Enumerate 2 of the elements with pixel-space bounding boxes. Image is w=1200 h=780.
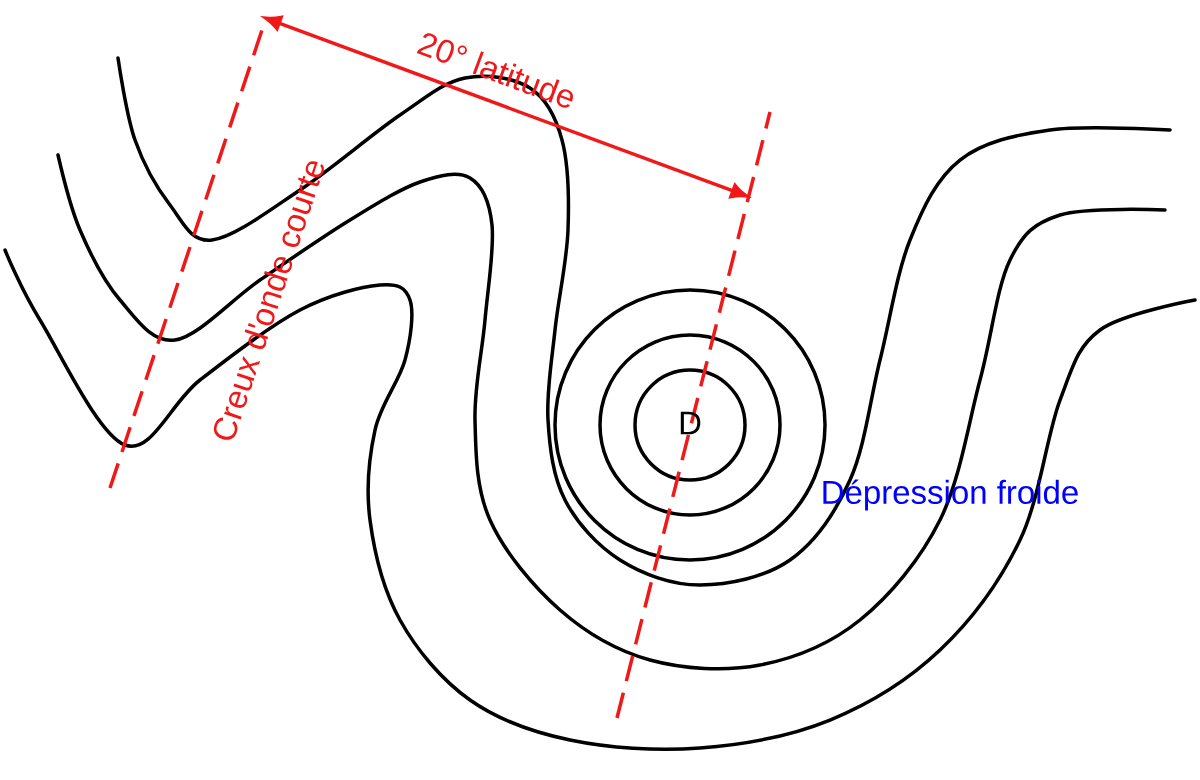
center-label: D [680, 411, 701, 435]
trough-label: Creux d'onde courte [213, 161, 324, 440]
